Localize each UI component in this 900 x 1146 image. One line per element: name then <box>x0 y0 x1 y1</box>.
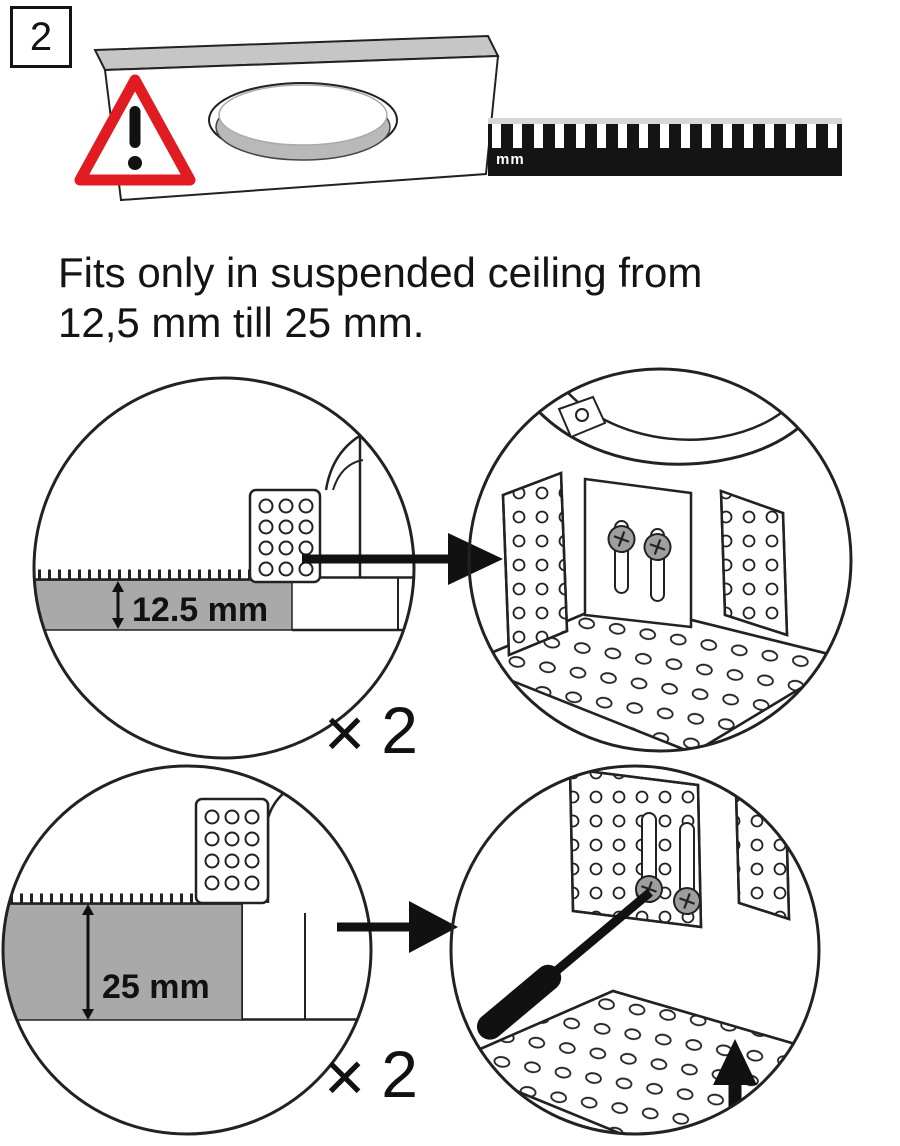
instruction-text: Fits only in suspended ceiling from 12,5… <box>58 248 702 349</box>
slotted-bracket-plate <box>583 477 693 629</box>
circle-outline <box>467 367 853 753</box>
ruler: mm <box>488 118 842 176</box>
circle-outline <box>32 376 416 760</box>
multiplier-top: ✕ 2 <box>322 692 418 768</box>
screw-icon <box>643 533 672 561</box>
screwdriver-view <box>451 767 819 1134</box>
exclamation-dot <box>128 156 142 170</box>
screw-icon <box>673 887 701 915</box>
ruler-unit-label: mm <box>496 151 525 168</box>
instruction-line-1: Fits only in suspended ceiling from <box>58 249 703 296</box>
multiplier-bottom: ✕ 2 <box>322 1036 418 1112</box>
exclamation-bar <box>129 106 141 148</box>
detail-circle-12-5mm: 12.5 mm <box>32 376 416 760</box>
bracket-holes <box>258 498 314 577</box>
step-number: 2 <box>29 14 53 59</box>
ruler-top-edge <box>488 118 842 124</box>
fixture-ring-outer <box>509 370 833 466</box>
detail-circle-bracket-mounted <box>467 367 853 753</box>
ceiling-board-12-5 <box>34 579 293 631</box>
measurement-label-12-5: 12.5 mm <box>132 591 268 629</box>
screwdriver-icon <box>476 888 653 1040</box>
arrow-right-icon-1 <box>302 533 503 585</box>
arrow-right-icon-2 <box>337 901 458 953</box>
light-trim-face <box>218 84 388 146</box>
circle-outline <box>1 764 373 1136</box>
detail-circle-screwdriver <box>449 764 821 1136</box>
detail-circle-25mm: 25 mm <box>1 764 373 1136</box>
ceiling-board-25 <box>3 903 243 1021</box>
ceiling-panel-illustration <box>93 34 500 202</box>
warning-triangle-icon <box>74 74 196 186</box>
times-count: 2 <box>381 1037 418 1111</box>
cross-section-25: 25 mm <box>3 775 371 1021</box>
cross-section-12-5: 12.5 mm <box>34 418 414 632</box>
screw-icon <box>607 525 636 553</box>
instruction-line-2: 12,5 mm till 25 mm. <box>58 299 425 347</box>
step-number-box: 2 <box>10 6 72 68</box>
circle-outline <box>449 764 821 1136</box>
times-count: 2 <box>381 693 418 767</box>
measurement-label-25: 25 mm <box>102 968 210 1006</box>
bracket-holes <box>204 809 260 891</box>
ruler-ticks <box>492 124 838 148</box>
bracket-mounted-view <box>469 369 851 751</box>
times-symbol: ✕ <box>322 705 368 765</box>
times-symbol: ✕ <box>322 1049 368 1109</box>
